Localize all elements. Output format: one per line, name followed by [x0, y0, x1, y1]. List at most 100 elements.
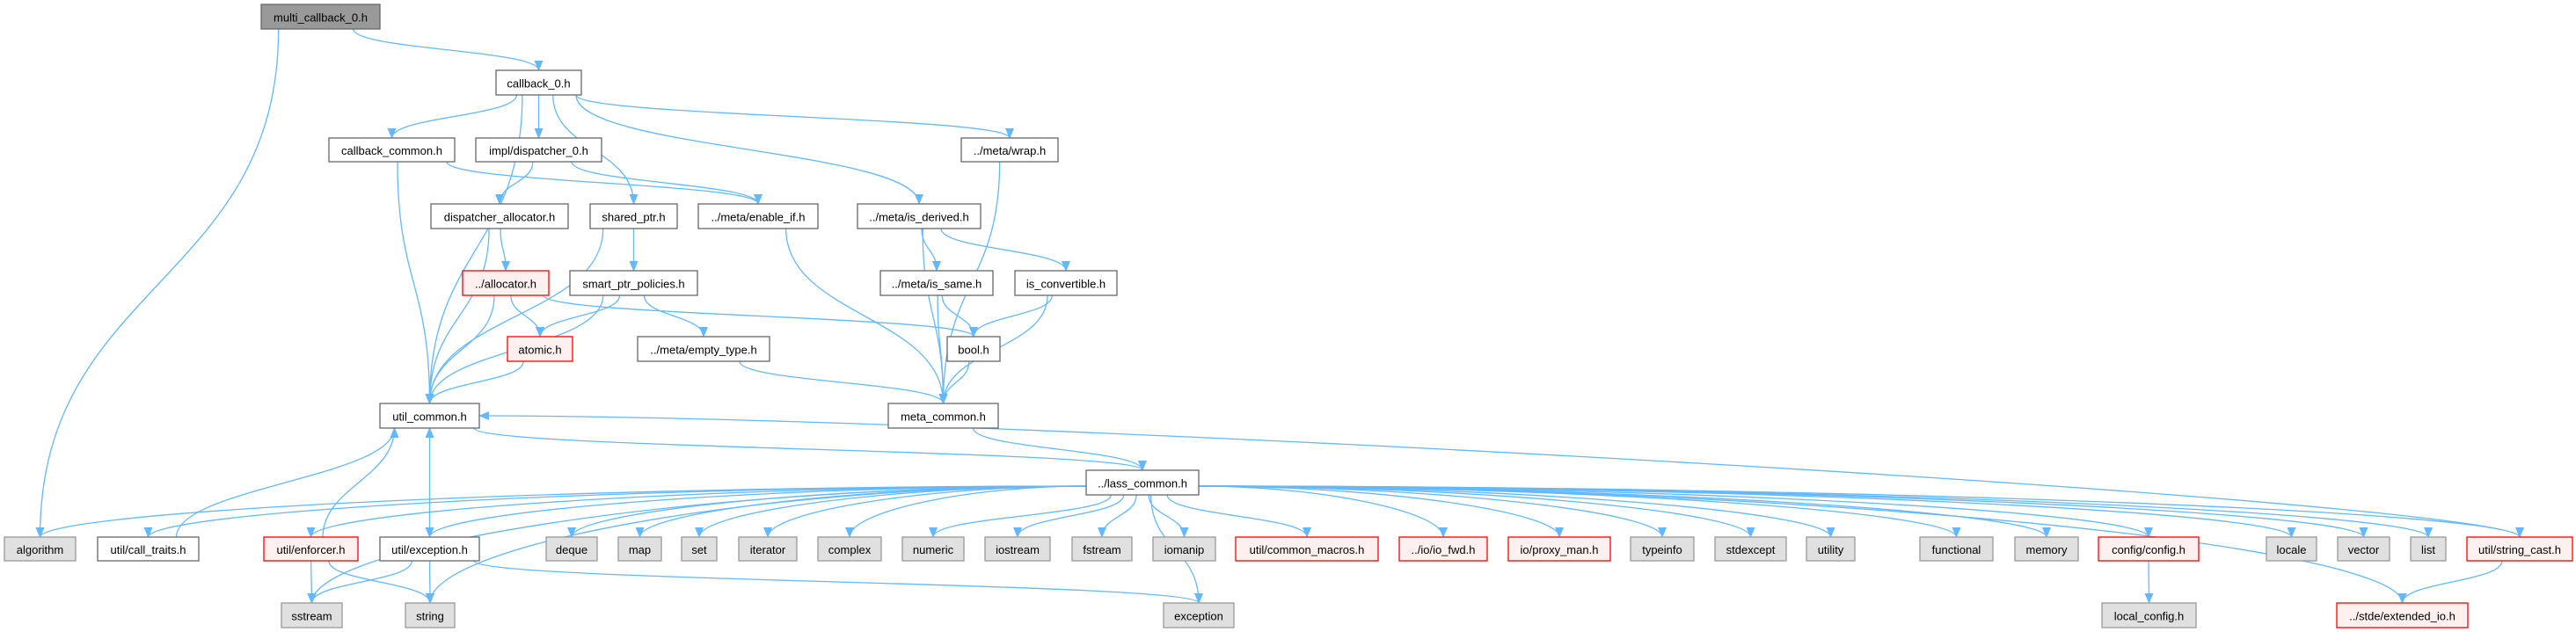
- node-locale[interactable]: locale: [2266, 536, 2317, 562]
- edge-callback0-to-is-derived: [575, 94, 923, 205]
- node-dispatcher-alloc[interactable]: dispatcher_allocator.h: [430, 203, 569, 229]
- node-label: string: [416, 610, 444, 623]
- edge-enforcer-to-string: [328, 560, 434, 604]
- node-map[interactable]: map: [617, 536, 662, 562]
- node-shared-ptr[interactable]: shared_ptr.h: [589, 203, 678, 229]
- node-box: [637, 336, 770, 362]
- node-call-traits[interactable]: util/call_traits.h: [97, 536, 200, 562]
- node-string[interactable]: string: [405, 602, 456, 628]
- node-exception[interactable]: exception: [1163, 602, 1235, 628]
- node-box: [97, 536, 200, 562]
- node-proxy-man[interactable]: io/proxy_man.h: [1507, 536, 1611, 562]
- node-box: [1071, 536, 1133, 562]
- node-sstream[interactable]: sstream: [281, 602, 343, 628]
- node-box: [1163, 602, 1235, 628]
- node-config[interactable]: config/config.h: [2098, 536, 2200, 562]
- node-box: [2466, 536, 2573, 562]
- edge-dispatcher0-to-enable-if: [571, 161, 763, 205]
- edge-util-common-to-lass-common: [473, 427, 1147, 471]
- node-label: locale: [2277, 543, 2307, 556]
- node-box: [405, 602, 456, 628]
- node-label: stdexcept: [1726, 543, 1776, 556]
- node-iostream[interactable]: iostream: [984, 536, 1051, 562]
- node-complex[interactable]: complex: [817, 536, 882, 562]
- node-iomanip[interactable]: iomanip: [1152, 536, 1216, 562]
- edge-callback-common-to-util-common: [397, 161, 434, 404]
- node-is-convertible[interactable]: is_convertible.h: [1014, 270, 1118, 296]
- node-util-common[interactable]: util_common.h: [379, 403, 480, 429]
- node-box: [1235, 536, 1379, 562]
- node-io-fwd[interactable]: ../io/io_fwd.h: [1398, 536, 1488, 562]
- node-empty-type[interactable]: ../meta/empty_type.h: [637, 336, 770, 362]
- node-label: io/proxy_man.h: [1521, 543, 1599, 556]
- edge-lass-common-to-fstream: [1098, 494, 1137, 538]
- node-box: [462, 270, 550, 296]
- node-box: [817, 536, 882, 562]
- node-enable-if[interactable]: ../meta/enable_if.h: [697, 203, 819, 229]
- node-label: ../meta/is_derived.h: [869, 211, 968, 224]
- edge-string-cast-to-util-common: [478, 411, 2521, 538]
- edge-shared-ptr-to-util-common: [425, 228, 604, 404]
- node-label: shared_ptr.h: [602, 211, 665, 224]
- node-label: map: [629, 543, 651, 556]
- node-bool[interactable]: bool.h: [946, 336, 1001, 362]
- edge-enable-if-to-meta-common: [784, 228, 948, 404]
- node-meta-common[interactable]: meta_common.h: [887, 403, 999, 429]
- node-label: util_common.h: [392, 410, 467, 424]
- node-deque[interactable]: deque: [545, 536, 598, 562]
- node-memory[interactable]: memory: [2014, 536, 2079, 562]
- node-box: [681, 536, 718, 562]
- node-utility[interactable]: utility: [1806, 536, 1856, 562]
- node-common-macros[interactable]: util/common_macros.h: [1235, 536, 1379, 562]
- node-box: [879, 270, 994, 296]
- node-callback-common[interactable]: callback_common.h: [328, 137, 456, 163]
- node-wrap[interactable]: ../meta/wrap.h: [960, 137, 1059, 163]
- node-label: callback_common.h: [341, 144, 442, 157]
- edge-lass-common-to-io-fwd: [1198, 485, 1448, 538]
- node-atomic[interactable]: atomic.h: [507, 336, 573, 362]
- node-label: bool.h: [958, 344, 989, 357]
- node-label: typeinfo: [1642, 543, 1682, 556]
- node-set[interactable]: set: [681, 536, 718, 562]
- node-enforcer[interactable]: util/enforcer.h: [263, 536, 359, 562]
- node-iterator[interactable]: iterator: [738, 536, 798, 562]
- node-box: [4, 536, 77, 562]
- edge-allocator-to-util-common: [425, 294, 495, 404]
- node-smart-ptr-policies[interactable]: smart_ptr_policies.h: [569, 270, 698, 296]
- node-label: util/exception.h: [391, 543, 468, 556]
- node-is-same[interactable]: ../meta/is_same.h: [879, 270, 994, 296]
- edge-callback0-to-callback-common: [387, 94, 518, 139]
- node-list[interactable]: list: [2410, 536, 2447, 562]
- edge-lass-common-to-string-cast: [1198, 485, 2524, 538]
- node-box: [738, 536, 798, 562]
- edge-lass-common-to-proxy-man: [1198, 485, 1564, 538]
- node-label: util/call_traits.h: [111, 543, 186, 556]
- node-label: impl/dispatcher_0.h: [489, 144, 588, 157]
- node-exception-h[interactable]: util/exception.h: [379, 536, 480, 562]
- node-box: [379, 403, 480, 429]
- node-lass-common[interactable]: ../lass_common.h: [1085, 469, 1200, 496]
- node-label: exception: [1174, 610, 1223, 623]
- node-callback0[interactable]: callback_0.h: [495, 69, 582, 96]
- node-string-cast[interactable]: util/string_cast.h: [2466, 536, 2573, 562]
- node-multi-callback[interactable]: multi_callback_0.h: [260, 4, 381, 30]
- node-vector[interactable]: vector: [2337, 536, 2390, 562]
- node-algorithm[interactable]: algorithm: [4, 536, 77, 562]
- node-local-config[interactable]: local_config.h: [2101, 602, 2197, 628]
- node-fstream[interactable]: fstream: [1071, 536, 1133, 562]
- node-box: [2266, 536, 2317, 562]
- edge-multi-callback-to-algorithm: [35, 28, 280, 538]
- node-stdexcept[interactable]: stdexcept: [1714, 536, 1787, 562]
- node-is-derived[interactable]: ../meta/is_derived.h: [857, 203, 982, 229]
- node-functional[interactable]: functional: [1919, 536, 1994, 562]
- node-box: [2101, 602, 2197, 628]
- node-label: utility: [1818, 543, 1844, 556]
- node-dispatcher0[interactable]: impl/dispatcher_0.h: [475, 137, 602, 163]
- node-allocator[interactable]: ../allocator.h: [462, 270, 550, 296]
- node-extended-io[interactable]: ../stde/extended_io.h: [2336, 602, 2469, 628]
- node-numeric[interactable]: numeric: [901, 536, 965, 562]
- node-box: [1630, 536, 1695, 562]
- node-box: [946, 336, 1001, 362]
- node-typeinfo[interactable]: typeinfo: [1630, 536, 1695, 562]
- node-label: dispatcher_allocator.h: [444, 211, 555, 224]
